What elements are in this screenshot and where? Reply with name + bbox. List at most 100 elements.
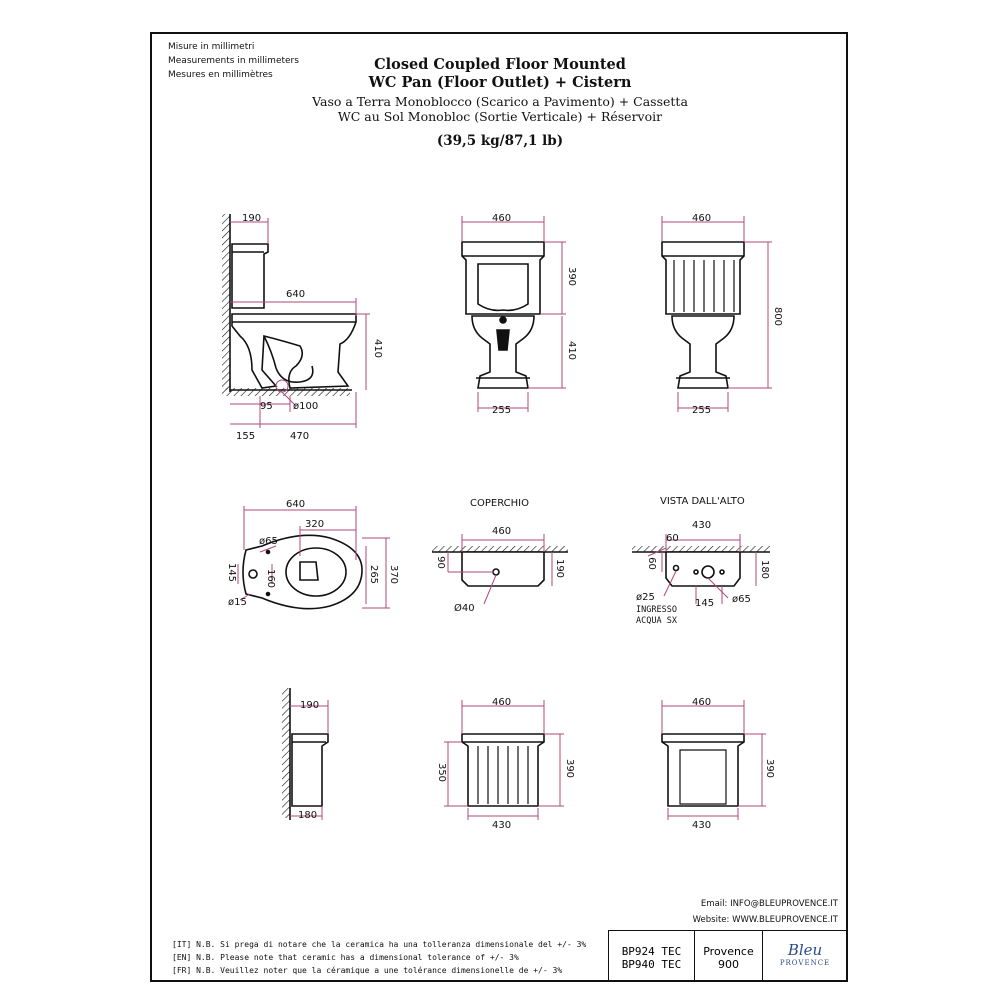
dim-cf-460: 460 (492, 697, 512, 708)
lid-view-label: COPERCHIO (470, 498, 529, 509)
dim-top-430: 430 (692, 520, 712, 531)
units-en: Measurements in millimeters (168, 56, 299, 66)
front-view (461, 241, 545, 389)
plan-dimensions (237, 506, 390, 609)
dim-lid-460: 460 (492, 526, 512, 537)
brand-logo: Bleu PROVENCE (763, 931, 847, 981)
dim-top-60a: 60 (666, 533, 679, 544)
cistern-side-dimensions (290, 700, 329, 820)
cistern-back-panel (679, 749, 727, 805)
lid-dimensions (447, 534, 553, 605)
dim-back-460: 460 (692, 213, 712, 224)
tolerance-notes: [IT] N.B. Si prega di notare che la cera… (172, 938, 586, 977)
dim-cb-460: 460 (692, 697, 712, 708)
dim-top-d65: ø65 (732, 594, 751, 605)
dim-side-410: 410 (372, 338, 384, 359)
dim-side-d100: ø100 (293, 401, 319, 412)
inlet-label-1: INGRESSO (636, 605, 677, 615)
front-cistern-panel (477, 263, 529, 312)
dim-back-255: 255 (692, 405, 712, 416)
contact-website[interactable]: Website: WWW.BLEUPROVENCE.IT (692, 915, 838, 925)
title-block: BP924 TEC BP940 TEC Provence 900 Bleu PR… (608, 930, 847, 981)
dim-side-470: 470 (290, 431, 310, 442)
back-cistern-flutes (673, 260, 735, 312)
contact-email[interactable]: Email: INFO@BLEUPROVENCE.IT (700, 899, 838, 909)
product-codes: BP924 TEC BP940 TEC (609, 931, 695, 981)
top-view (632, 546, 770, 587)
cistern-front-view (461, 733, 545, 807)
brand-logo-text: Bleu (787, 941, 823, 959)
dim-cs-180: 180 (298, 810, 318, 821)
front-cistern-shape (461, 241, 545, 315)
collection-line-2: 900 (718, 958, 739, 971)
dim-lid-90: 90 (434, 556, 446, 569)
title-line-4: WC au Sol Monobloc (Sortie Verticale) + … (337, 109, 663, 124)
collection-line-1: Provence (703, 945, 754, 958)
cistern-front-shape (461, 733, 545, 807)
dim-top-145: 145 (695, 598, 715, 609)
cistern-side-view (282, 688, 329, 820)
top-dimensions (647, 534, 757, 604)
contact-block: Email: INFO@BLEUPROVENCE.IT Website: WWW… (640, 896, 838, 928)
dim-cf-350: 350 (436, 762, 448, 783)
dim-side-190: 190 (242, 213, 262, 224)
plan-bowl-outline (242, 534, 363, 610)
dim-plan-640: 640 (286, 499, 306, 510)
side-trapway (263, 335, 314, 384)
title-line-3: Vaso a Terra Monoblocco (Scarico a Pavim… (312, 94, 688, 109)
note-it: [IT] N.B. Si prega di notare che la cera… (172, 940, 587, 949)
title-line-1: Closed Coupled Floor Mounted (374, 56, 626, 73)
cistern-back-dimensions (661, 700, 766, 820)
drawing-sheet-border (150, 32, 848, 982)
dim-front-390: 390 (566, 266, 578, 287)
cistern-back-view (661, 733, 745, 807)
top-view-label: VISTA DALL'ALTO (660, 496, 745, 507)
dim-front-410: 410 (566, 340, 578, 361)
dim-plan-160: 160 (265, 568, 277, 589)
units-it: Misure in millimetri (168, 42, 255, 52)
brand-logo-subtext: PROVENCE (779, 959, 831, 967)
cistern-back-shape (661, 733, 745, 807)
dim-cb-430: 430 (692, 820, 712, 831)
dim-top-d25: ø25 (636, 592, 655, 603)
side-pan-shape (231, 313, 357, 389)
lid-shape (461, 551, 545, 587)
front-flush-pipe (496, 329, 510, 351)
dim-plan-145: 145 (226, 562, 238, 583)
floor-hatch (222, 388, 350, 396)
side-dimensions (230, 218, 370, 428)
cistern-front-flutes (477, 746, 529, 804)
dim-front-255: 255 (492, 405, 512, 416)
side-cistern-shape (231, 243, 269, 309)
dim-plan-d15: ø15 (228, 597, 247, 608)
back-view (661, 241, 745, 389)
dim-front-460: 460 (492, 213, 512, 224)
plan-fixing-hole (248, 569, 258, 579)
dim-lid-d40: Ø40 (454, 603, 475, 614)
dim-top-60b: 60 (645, 557, 657, 570)
dim-cb-390: 390 (764, 758, 776, 779)
product-code-1: BP924 TEC (621, 945, 682, 958)
units-note: Misure in millimetri Measurements in mil… (168, 40, 299, 82)
dim-side-640: 640 (286, 289, 306, 300)
collection-name: Provence 900 (695, 931, 763, 981)
front-dimensions (461, 216, 566, 412)
wall-hatch (222, 214, 230, 390)
top-inlet-hole (672, 564, 680, 572)
dim-cf-430: 430 (492, 820, 512, 831)
dim-plan-320: 320 (305, 519, 325, 530)
note-fr: [FR] N.B. Veuillez noter que la céramiqu… (172, 966, 563, 975)
product-weight: (39,5 kg/87,1 lb) (436, 133, 564, 149)
dim-cf-390: 390 (564, 758, 576, 779)
dim-cs-190: 190 (300, 700, 320, 711)
dim-back-800: 800 (772, 306, 784, 327)
note-en: [EN] N.B. Please note that ceramic has a… (172, 953, 519, 962)
plan-bowl-inner (285, 547, 347, 597)
dim-plan-370: 370 (388, 564, 400, 585)
dim-plan-d65: ø65 (259, 536, 278, 547)
product-code-2: BP940 TEC (621, 958, 682, 971)
dim-lid-190: 190 (554, 558, 566, 579)
plan-outlet (299, 561, 319, 581)
cistern-front-dimensions (444, 700, 564, 820)
